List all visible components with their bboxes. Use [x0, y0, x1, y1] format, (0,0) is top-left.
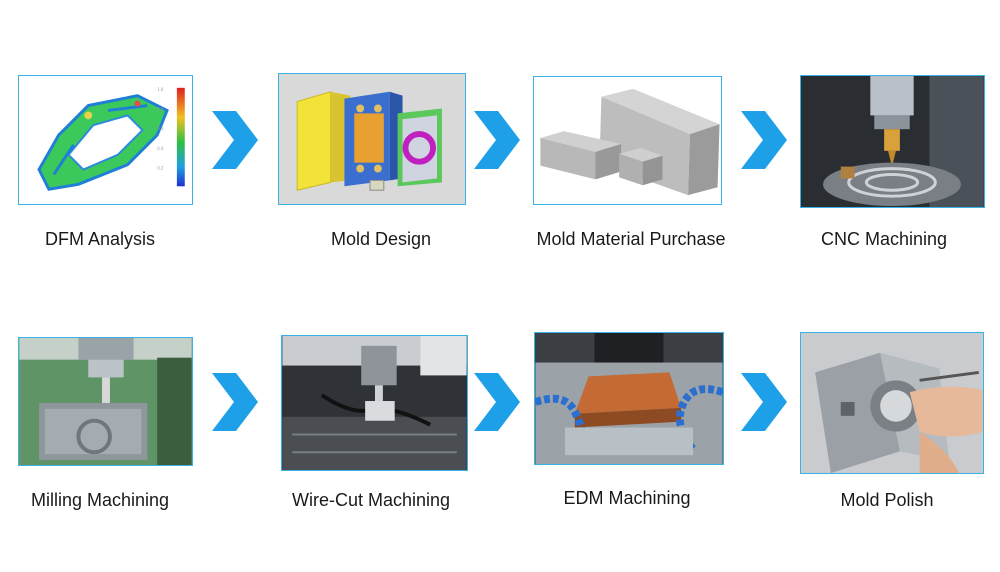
svg-text:0.6: 0.6	[157, 126, 164, 131]
step-label-cnc-machining: CNC Machining	[820, 229, 948, 249]
chevron-right-icon	[212, 373, 258, 431]
step-image-edm-machining	[534, 332, 724, 465]
step-image-mold-material-purchase	[533, 76, 722, 205]
svg-text:0.4: 0.4	[157, 146, 164, 151]
step-label-mold-design: Mold Design	[330, 229, 432, 249]
step-label-wire-cut-machining: Wire-Cut Machining	[291, 490, 451, 510]
svg-text:1.0: 1.0	[157, 87, 164, 92]
svg-text:0.2: 0.2	[157, 166, 164, 171]
chevron-right-icon	[741, 373, 787, 431]
step-image-wire-cut-machining	[281, 335, 468, 471]
step-image-mold-polish	[800, 332, 984, 474]
step-image-milling-machining	[18, 337, 193, 466]
chevron-right-icon	[741, 111, 787, 169]
step-label-edm-machining: EDM Machining	[563, 488, 691, 508]
chevron-right-icon	[474, 373, 520, 431]
step-label-mold-material-purchase: Mold Material Purchase	[536, 229, 726, 249]
chevron-right-icon	[474, 111, 520, 169]
step-image-mold-design	[278, 73, 466, 205]
step-label-mold-polish: Mold Polish	[840, 490, 934, 510]
step-image-cnc-machining	[800, 75, 985, 208]
step-image-dfm-analysis: 1.0 0.8 0.6 0.4 0.2	[18, 75, 193, 205]
svg-text:0.8: 0.8	[157, 106, 164, 111]
step-label-milling-machining: Milling Machining	[30, 490, 170, 510]
step-label-dfm-analysis: DFM Analysis	[44, 229, 156, 249]
chevron-right-icon	[212, 111, 258, 169]
